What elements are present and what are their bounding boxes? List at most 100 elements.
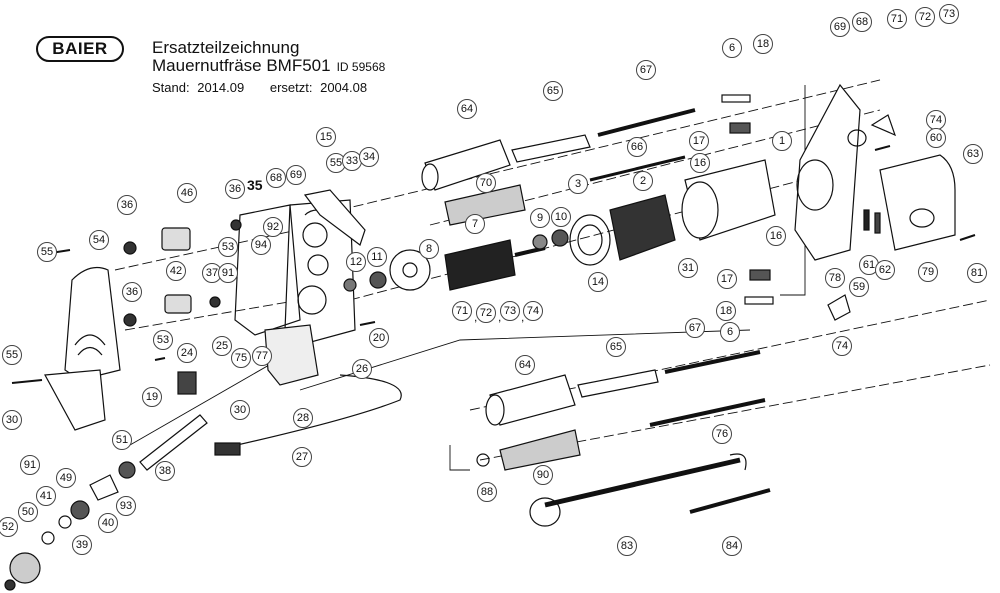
callout-71: 71 [887, 9, 907, 29]
callout-41: 41 [36, 486, 56, 506]
armature [444, 239, 546, 291]
sleeve-90 [499, 429, 581, 471]
stand-value: 2014.09 [197, 80, 245, 95]
callout-68: 68 [852, 12, 872, 32]
callout-64: 64 [457, 99, 477, 119]
bearing-36b [230, 219, 242, 231]
bearing-11 [369, 271, 387, 289]
tube-65-bottom [577, 369, 659, 398]
roller-64-bottom [485, 374, 576, 426]
callout-7: 7 [465, 214, 485, 234]
field-coil [609, 194, 676, 261]
callout-40: 40 [98, 513, 118, 533]
bearing-36a [123, 241, 137, 255]
callout-52: 52 [0, 517, 18, 537]
callout-73: 73 [500, 301, 520, 321]
callout-16: 16 [690, 153, 710, 173]
callout-55: 55 [2, 345, 22, 365]
callout-83: 83 [617, 536, 637, 556]
brush-62 [874, 212, 881, 234]
callout-1: 1 [772, 131, 792, 151]
callout-70: 70 [476, 173, 496, 193]
model-id: ID 59568 [336, 60, 386, 74]
callout-50: 50 [18, 502, 38, 522]
callout-6: 6 [720, 322, 740, 342]
rod-76 [649, 398, 766, 427]
motor-housing [681, 159, 776, 241]
callout-12: 12 [346, 252, 366, 272]
callout-74: 74 [523, 301, 543, 321]
power-cable [214, 374, 402, 451]
brand-name: BAIER [52, 39, 108, 58]
washer-88 [476, 453, 490, 467]
replaced-label: ersetzt: [269, 80, 313, 95]
rod-66 [589, 155, 686, 182]
saw-blade-50 [9, 552, 41, 584]
callout-78: 78 [825, 268, 845, 288]
brush-holder-top [729, 122, 751, 134]
circlip-41 [41, 531, 55, 545]
separator-comma: , [498, 310, 502, 324]
callout-62: 62 [875, 260, 895, 280]
end-cap [879, 154, 956, 251]
replaced-value: 2004.08 [320, 80, 368, 95]
bearing-10 [551, 229, 569, 247]
wrench-83 [529, 453, 747, 527]
callout-77: 77 [252, 346, 272, 366]
callout-46: 46 [177, 183, 197, 203]
callout-31: 31 [678, 258, 698, 278]
callout-28: 28 [293, 408, 313, 428]
model-name: Mauernutfräse BMF501 [152, 56, 331, 75]
callout-92: 92 [263, 217, 283, 237]
callout-34: 34 [359, 147, 379, 167]
callout-66: 66 [627, 137, 647, 157]
callout-69: 69 [286, 165, 306, 185]
bearing-9 [532, 234, 548, 250]
bearing-36c [123, 313, 137, 327]
sleeve-40 [89, 474, 119, 501]
rod-67-top [597, 108, 696, 137]
callout-68: 68 [266, 168, 286, 188]
callout-38: 38 [155, 461, 175, 481]
callout-15: 15 [316, 127, 336, 147]
gear-cover [64, 267, 121, 381]
fan-8 [389, 249, 431, 291]
gasket [234, 204, 301, 336]
plug [214, 442, 241, 456]
cover-bracket [44, 369, 106, 431]
spindle-38 [139, 414, 208, 471]
callout-36: 36 [117, 195, 137, 215]
callout-81: 81 [967, 263, 987, 283]
callout-64: 64 [515, 355, 535, 375]
bearing-37 [209, 296, 221, 308]
revision-info: Stand: 2014.09 ersetzt: 2004.08 [152, 80, 371, 95]
plate-18-top [721, 94, 751, 103]
callout-14: 14 [588, 272, 608, 292]
callout-11: 11 [367, 247, 387, 267]
callout-30: 30 [2, 410, 22, 430]
callout-53: 53 [218, 237, 238, 257]
callout-91: 91 [218, 263, 238, 283]
callout-26: 26 [352, 359, 372, 379]
connection-box [264, 324, 319, 386]
callout-51: 51 [112, 430, 132, 450]
callout-91: 91 [20, 455, 40, 475]
callout-9: 9 [530, 208, 550, 228]
callout-94: 94 [251, 235, 271, 255]
callout-2: 2 [633, 171, 653, 191]
callout-35: 35 [247, 177, 263, 193]
separator-comma: , [474, 310, 478, 324]
callout-79: 79 [918, 262, 938, 282]
bearing-93 [118, 461, 136, 479]
motor-bracket [303, 189, 366, 246]
tube-65-top [511, 134, 591, 163]
cap-74-bottom [827, 294, 851, 321]
callout-65: 65 [543, 81, 563, 101]
callout-24: 24 [177, 343, 197, 363]
gear-46 [161, 227, 191, 251]
callout-36: 36 [225, 179, 245, 199]
brush-holder-bottom [749, 269, 771, 281]
pin-53b [154, 357, 166, 361]
callout-36: 36 [122, 282, 142, 302]
